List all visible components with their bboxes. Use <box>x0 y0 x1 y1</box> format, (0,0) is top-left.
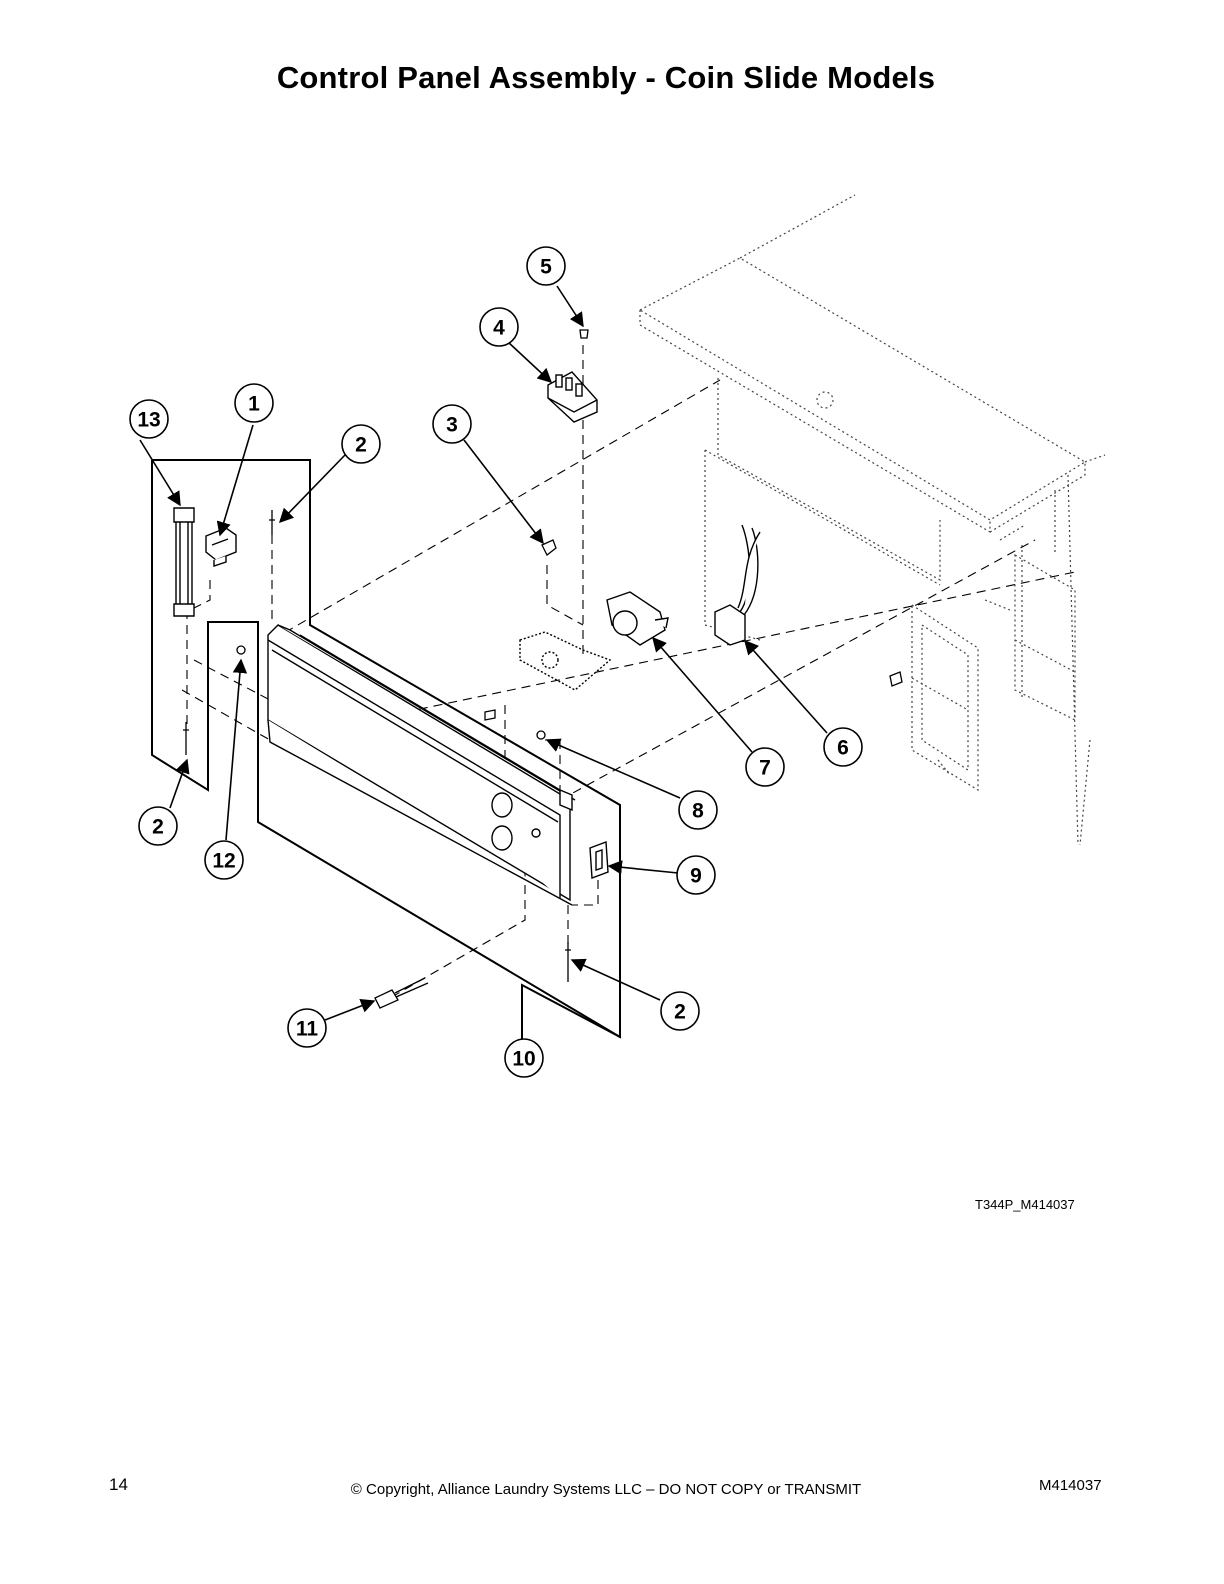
callout-3 <box>432 404 472 444</box>
callout-label-11: 11 <box>296 1018 319 1041</box>
callout-5 <box>526 246 566 286</box>
callout-label-8: 8 <box>692 800 704 823</box>
page-number: 14 <box>109 1475 128 1494</box>
side-bracket <box>173 507 195 617</box>
callout-1 <box>234 383 274 423</box>
callout-2-bottom <box>660 991 700 1031</box>
callout-label-5: 5 <box>540 256 552 279</box>
page-title: Control Panel Assembly - Coin Slide Mode… <box>276 60 936 95</box>
cabinet-phantom-outline <box>638 194 1106 846</box>
callout-label-9: 9 <box>690 865 702 888</box>
copyright-notice: © Copyright, Alliance Laundry Systems LL… <box>350 1481 862 1498</box>
panel-frame-lines <box>151 459 621 1040</box>
callout-label-2-left: 2 <box>152 816 164 839</box>
control-panel <box>267 624 576 906</box>
document-number: M414037 <box>1039 1477 1102 1494</box>
fasteners <box>183 329 903 1009</box>
callout-label-2-bottom: 2 <box>674 1001 686 1024</box>
wire-harness <box>714 524 761 646</box>
callout-11 <box>287 1008 327 1048</box>
callout-label-7: 7 <box>759 757 771 780</box>
callout-label-1: 1 <box>248 393 260 416</box>
callouts <box>129 246 863 1078</box>
callout-10 <box>504 1038 544 1078</box>
callout-7 <box>745 747 785 787</box>
callout-2-left <box>138 806 178 846</box>
callout-13 <box>129 399 169 439</box>
terminal-block <box>547 371 598 423</box>
callout-label-12: 12 <box>212 850 235 873</box>
coin-switch <box>606 591 669 646</box>
callout-2-top <box>341 424 381 464</box>
figure-id: T344P_M414037 <box>975 1197 1075 1212</box>
callout-label-3: 3 <box>446 414 458 437</box>
callout-9 <box>676 855 716 895</box>
callout-label-10: 10 <box>512 1048 535 1071</box>
callout-8 <box>678 790 718 830</box>
side-clip <box>589 841 609 879</box>
callout-4 <box>479 307 519 347</box>
callout-6 <box>823 727 863 767</box>
callout-label-13: 13 <box>137 409 160 432</box>
mounting-bracket <box>519 631 612 691</box>
leader-lines <box>139 285 828 1021</box>
callout-label-4: 4 <box>493 317 505 340</box>
callout-12 <box>204 840 244 880</box>
callout-label-2-top: 2 <box>355 434 367 457</box>
callout-label-6: 6 <box>837 737 849 760</box>
